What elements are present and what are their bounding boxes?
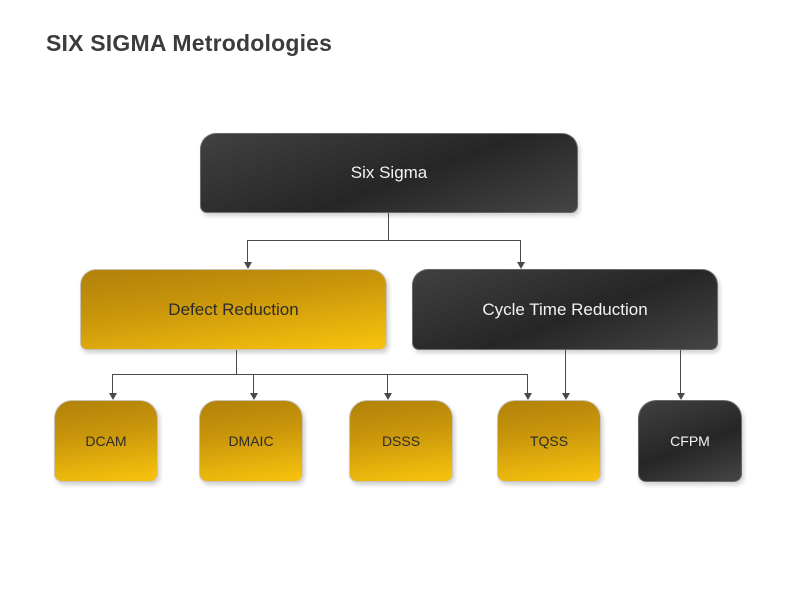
arrowhead-tqss-from-cycle [562,393,570,400]
arrowhead-cfpm [677,393,685,400]
node-cycle-time-reduction-label: Cycle Time Reduction [482,299,648,319]
arrowhead-dmaic [250,393,258,400]
node-dsss-label: DSSS [381,433,421,449]
connector-to-dcam [112,374,113,393]
node-cfpm: CFPM [638,400,742,482]
arrowhead-tqss-from-defect [524,393,532,400]
node-dmaic: DMAIC [199,400,303,482]
arrowhead-cycle-time-reduction [517,262,525,269]
connector-to-tqss-from-defect [527,374,528,393]
connector-to-cfpm [680,350,681,393]
connector-to-defect-reduction [247,240,248,262]
node-dcam: DCAM [54,400,158,482]
node-dmaic-label: DMAIC [228,433,274,449]
node-defect-reduction-label: Defect Reduction [168,299,299,319]
connector-root-crossbar [247,240,521,241]
connector-root-stem [388,213,389,240]
node-dsss: DSSS [349,400,453,482]
node-six-sigma: Six Sigma [200,133,578,213]
connector-to-tqss-from-cycle [565,350,566,393]
node-dcam-label: DCAM [85,433,127,449]
node-six-sigma-label: Six Sigma [350,163,428,182]
node-cfpm-label: CFPM [670,433,710,449]
node-tqss: TQSS [497,400,601,482]
node-cycle-time-reduction: Cycle Time Reduction [412,269,718,350]
page-title: SIX SIGMA Metrodologies [46,30,333,56]
connector-to-cycle-time-reduction [520,240,521,262]
arrowhead-defect-reduction [244,262,252,269]
connector-defect-stem [236,350,237,374]
arrowhead-dcam [109,393,117,400]
connector-defect-crossbar [112,374,528,375]
node-tqss-label: TQSS [529,433,569,449]
connector-to-dmaic [253,374,254,393]
node-defect-reduction: Defect Reduction [80,269,387,350]
connector-to-dsss [387,374,388,393]
arrowhead-dsss [384,393,392,400]
